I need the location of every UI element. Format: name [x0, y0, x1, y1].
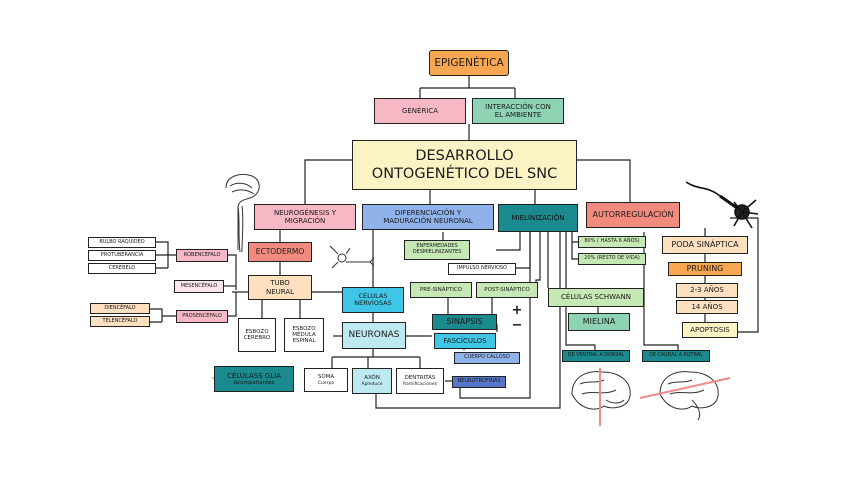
node-tubo-neural: TUBO NEURAL [248, 275, 312, 300]
node-mielinizacion: MIELINIZACIÓN [498, 204, 578, 232]
node-cuerpo-calloso: CUERPO CALLOSO [454, 352, 520, 364]
node-epigenetica: EPIGENÉTICA [429, 50, 509, 76]
node-dentritas: DENTRITAS Ramificaciones [396, 368, 444, 394]
brain-caudal-rostral-illustration [639, 371, 731, 421]
node-prosencefalo: PROSENCÉFALO [176, 310, 228, 323]
neuron-sketch-left [329, 245, 375, 269]
node-diferenciacion-maduracion: DIFERENCIACIÓN Y MADURACIÓN NEURONAL [362, 204, 494, 230]
soma-label: SOMA [317, 374, 335, 381]
node-neurogenesis-migracion: NEUROGÉNESIS Y MIGRACIÓN [254, 204, 356, 230]
node-fasciculos: FASCÍCULOS [434, 333, 496, 349]
neuron-sketch-right [685, 181, 759, 229]
axon-label: AXÓN [364, 375, 380, 382]
node-esbozo-cerebro: ESBOZO CEREBRO [238, 318, 276, 352]
brain-ventral-dorsal-illustration [571, 368, 631, 426]
soma-sublabel: Cuerpo [317, 380, 335, 386]
glia-label: CÉLULASS GLIA [226, 371, 282, 380]
node-mesencefalo: MESENCÉFALO [174, 280, 224, 293]
node-protuberancia: PROTUBERANCIA [88, 250, 156, 261]
spinal-brain-illustration [225, 174, 260, 253]
node-generica: GENÉRICA [374, 98, 466, 124]
node-pre-sinaptico: PRE-SINÁPTICO [410, 282, 472, 298]
node-impulso-nervioso: IMPULSO NERVIOSO [448, 263, 516, 275]
node-sinapsis: SINAPSIS [432, 314, 497, 330]
node-celulas-glia: CÉLULASS GLIA Acompañantes [214, 366, 294, 392]
node-apoptosis: APOPTOSIS [682, 322, 738, 338]
glia-sublabel: Acompañantes [233, 379, 275, 386]
node-20-pct: 20% (RESTO DE VIDA) [578, 253, 646, 265]
axon-sublabel: Aplnduce [361, 381, 383, 387]
node-autorregulacion: AUTORREGULACIÓN [586, 202, 680, 228]
node-celulas-nerviosas: CÉLULAS NERVIOSAS [342, 287, 404, 313]
node-plus-minus: + − [511, 303, 523, 333]
node-esbozo-medula: ESBOZO MÉDULA ESPINAL [284, 318, 324, 352]
node-desarrollo-ontogenetico: DESARROLLO ONTOGENÉTICO DEL SNC [352, 140, 577, 190]
node-80-pct: 80% ( HASTA 6 AÑOS) [578, 236, 646, 248]
node-mielina: MIELINA [568, 313, 630, 331]
dentritas-sublabel: Ramificaciones [403, 381, 437, 387]
node-ectodermo: ECTODERMO [248, 242, 312, 262]
node-robencefalo: ROBENCÉFALO [176, 249, 228, 262]
node-neuronas: NEURONAS [342, 322, 406, 349]
node-interaccion-ambiente: INTERACCIÓN CON EL AMBIENTE [472, 98, 564, 124]
node-axon: AXÓN Aplnduce [352, 368, 392, 394]
node-enfermedades-desmielinizantes: ENFERMEDADES DESMIELINIZANTES [404, 240, 470, 260]
node-bulbo-raquideo: BULBO RAQUÍDEO [88, 237, 156, 248]
node-ventral-dorsal: DE VENTRAL A DORSAL [562, 350, 630, 362]
node-cerebelo: CEREBELO [88, 263, 156, 274]
node-soma: SOMA Cuerpo [304, 368, 348, 392]
node-diencefalo: DIENCÉFALO [90, 303, 150, 314]
node-14-anos: 14 AÑOS [676, 300, 738, 314]
node-neurotrofinas: NEUROTROFINAS [452, 376, 506, 388]
node-celulas-schwann: CÉLULAS SCHWANN [548, 288, 644, 307]
node-2-3-anos: 2-3 AÑOS [676, 283, 738, 298]
dentritas-label: DENTRITAS [404, 375, 436, 382]
node-pruning: PRUNING [668, 262, 742, 276]
node-post-sinaptico: POST-SINÁPTICO [476, 282, 538, 298]
node-poda-sinaptica: PODA SINÁPTICA [662, 236, 748, 254]
node-telencefalo: TELENCÉFALO [90, 316, 150, 327]
node-caudal-rostral: DE CAUDAL A ROTRAL [642, 350, 710, 362]
